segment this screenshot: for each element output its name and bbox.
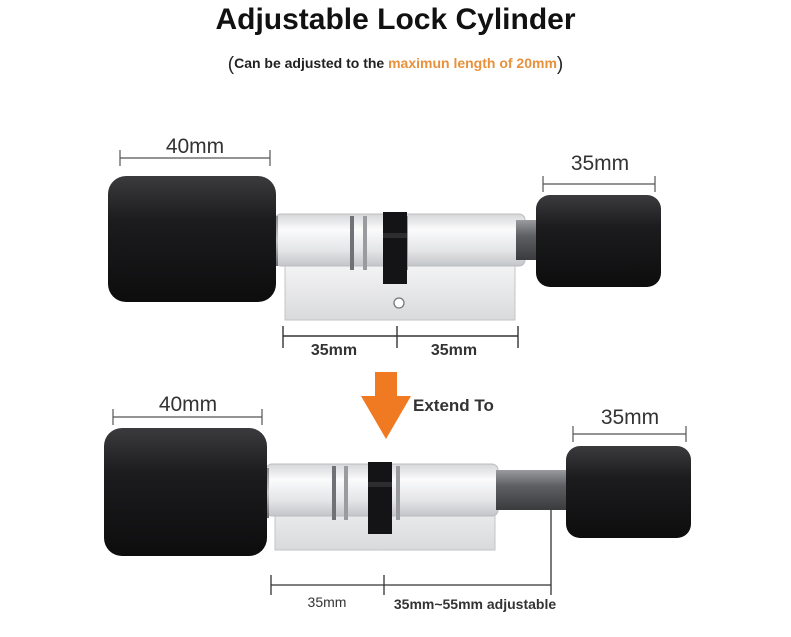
subtitle-open-paren: ( [227,54,235,75]
bottom-extension-shaft [496,470,568,510]
bottom-body-left-length: 35mm [308,594,347,610]
bottom-body-adjustable-length: 35mm~55mm adjustable [394,596,556,612]
page-subtitle: (Can be adjusted to the maximun length o… [0,54,791,76]
top-left-knob-dimension: 40mm [119,135,271,166]
top-body-left-length: 35mm [311,342,357,359]
top-left-knob [108,176,276,302]
subtitle-main-text: Can be adjusted to the [234,55,389,71]
top-left-knob-length: 40mm [166,135,224,158]
top-right-knob-length: 35mm [571,152,629,175]
bottom-right-knob-length: 35mm [601,406,659,429]
bottom-left-knob-length: 40mm [159,393,217,416]
extend-label: Extend To [413,396,494,415]
subtitle-close-paren: ) [556,54,564,75]
bottom-left-knob-dimension: 40mm [112,393,263,425]
top-right-knob [536,195,661,287]
bottom-cylinder: 40mm 35mm [104,393,691,612]
page-title: Adjustable Lock Cylinder [215,3,576,36]
subtitle-highlight-text: maximun length of 20mm [388,55,557,71]
extend-arrow: Extend To [361,372,494,439]
top-screw-hole [393,297,405,309]
top-right-knob-dimension: 35mm [542,152,656,192]
top-cylinder: 40mm 35mm [108,135,661,359]
bottom-right-knob [566,446,691,538]
bottom-body-dimension: 35mm 35mm~55mm adjustable [270,510,556,612]
top-cam [383,212,407,284]
bottom-cam [368,462,392,534]
top-body-right-length: 35mm [431,342,477,359]
down-arrow-icon [361,372,411,439]
top-body-dimension: 35mm 35mm [282,326,519,359]
bottom-right-knob-dimension: 35mm [572,406,687,442]
bottom-left-knob [104,428,267,556]
